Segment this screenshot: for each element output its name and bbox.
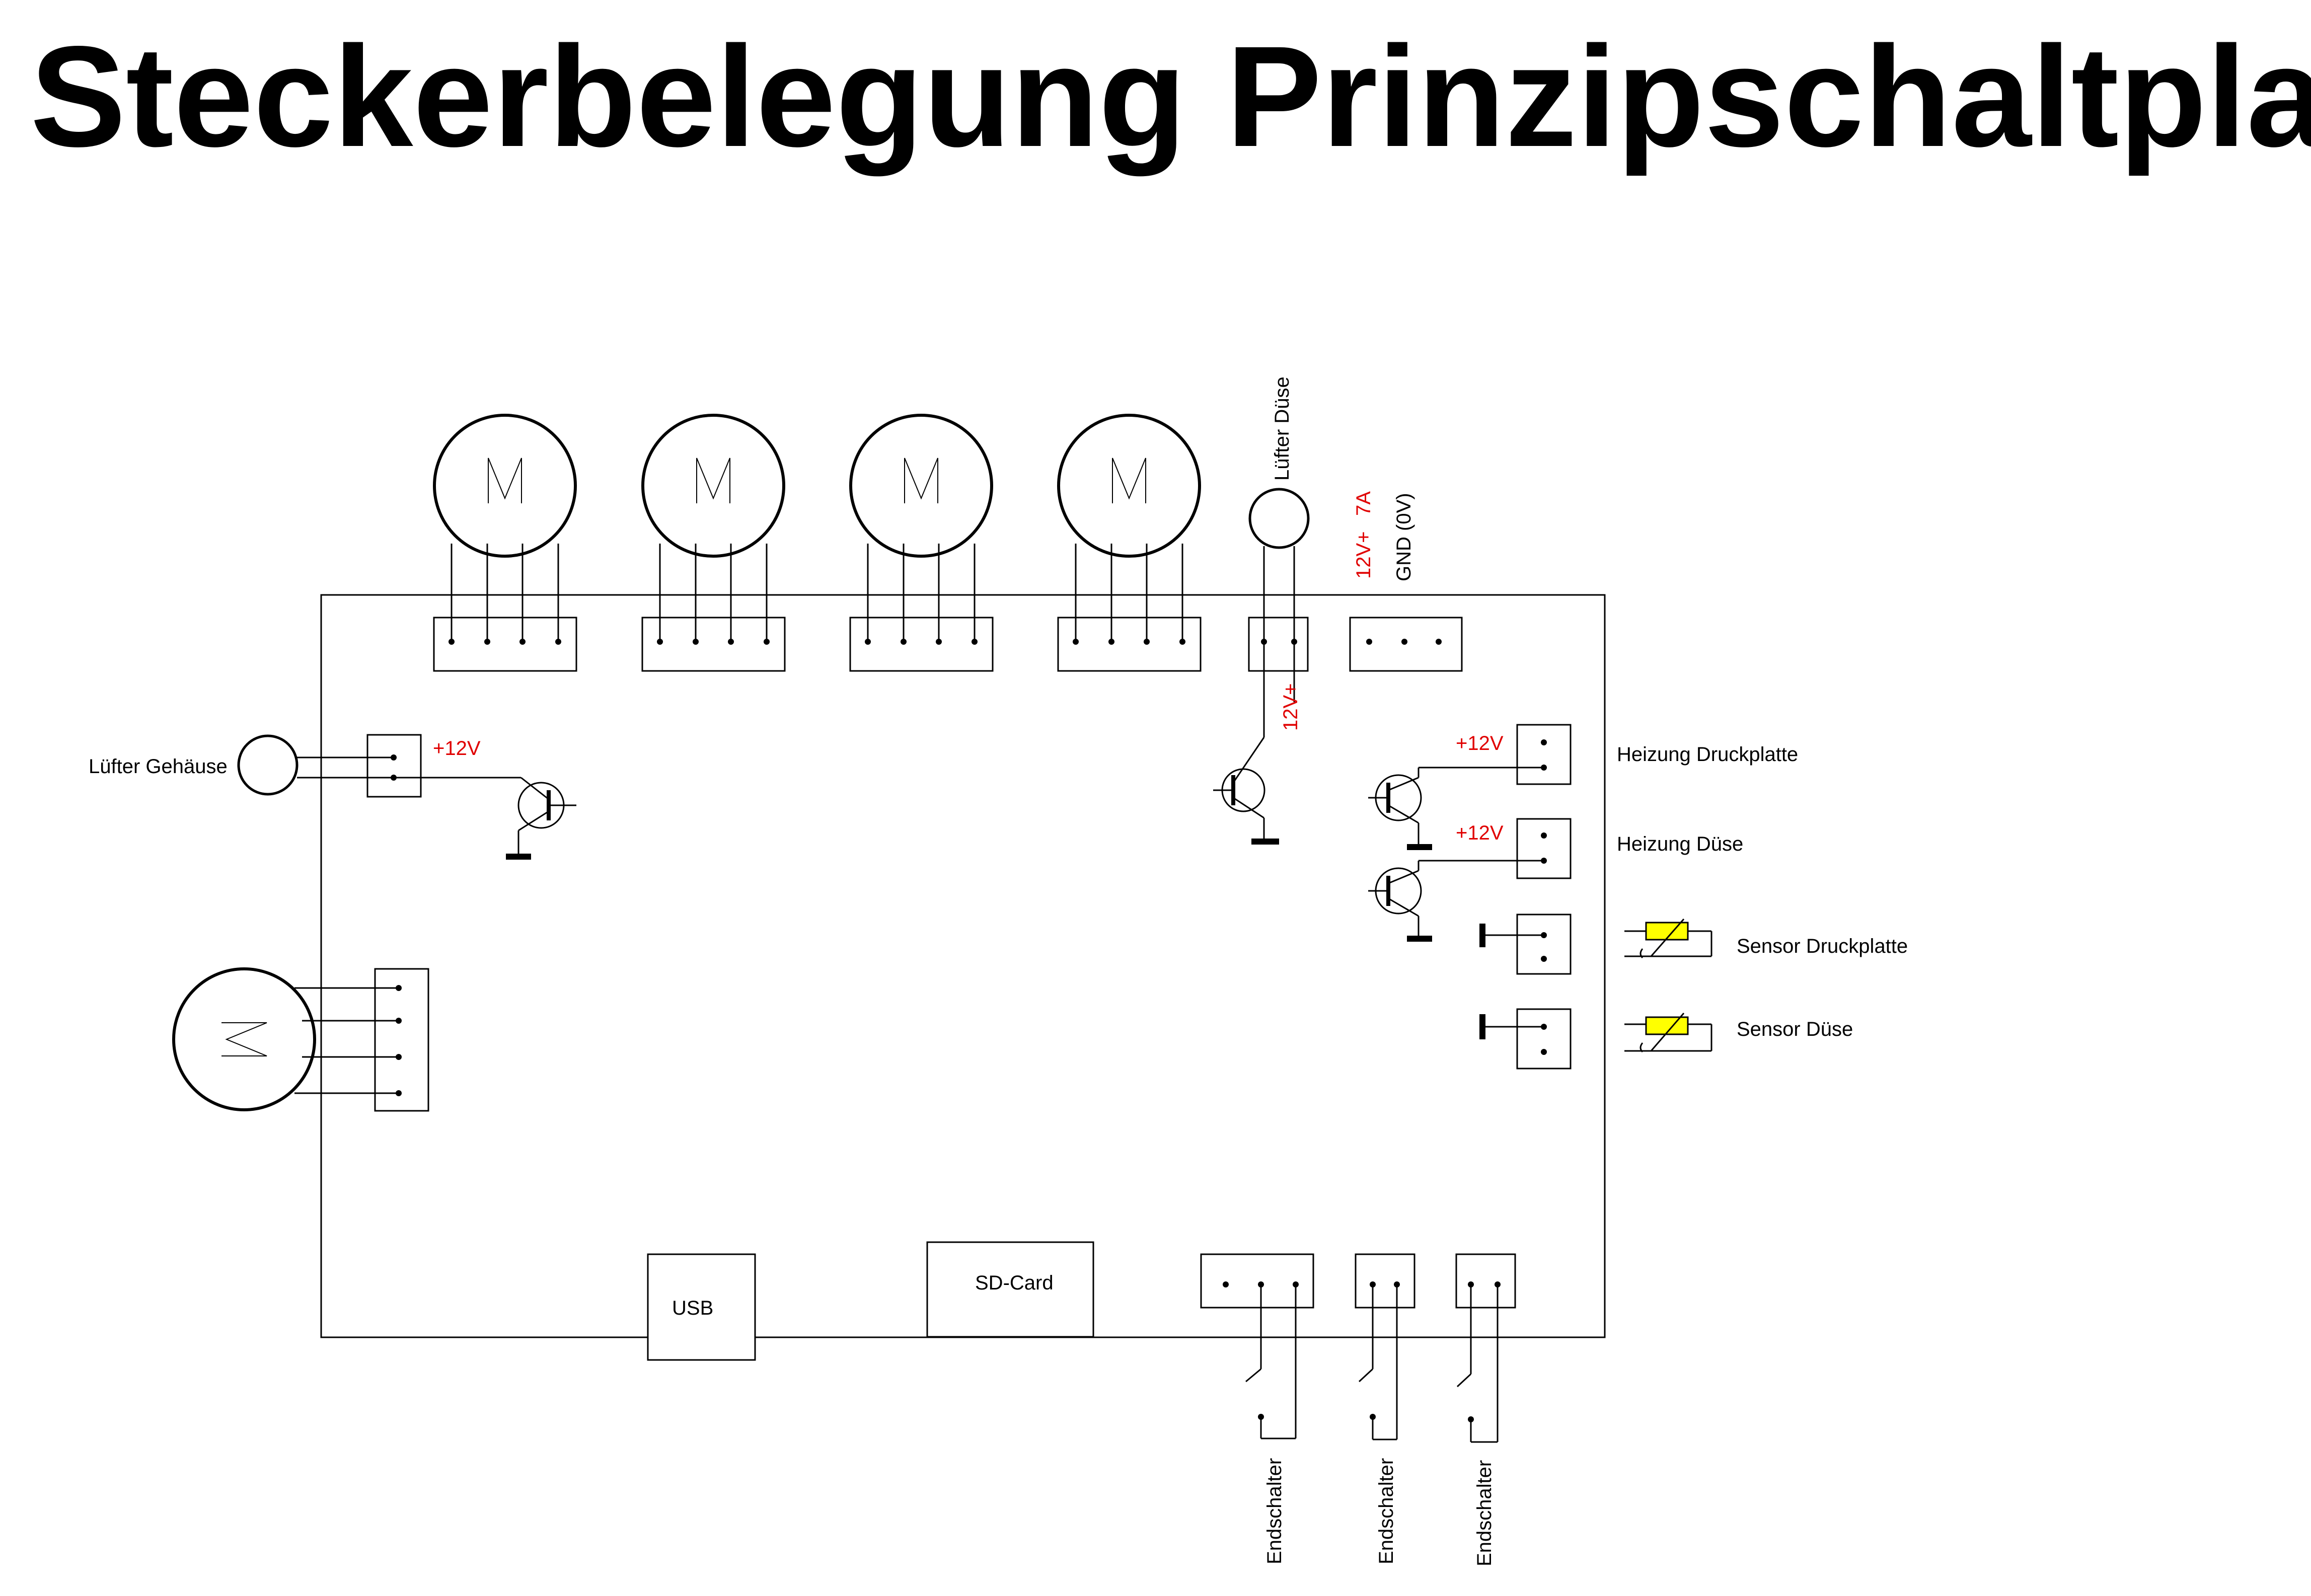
motor-symbol-2 [696, 458, 730, 503]
motor-symbol-3 [904, 458, 938, 503]
stepper-connector-5 [374, 968, 429, 1112]
label-fan-case-12v: +12V [433, 737, 481, 759]
thermistor-bed-icon [1639, 919, 1689, 959]
controller-board [320, 594, 1606, 1338]
label-usb: USB [672, 1297, 713, 1319]
fan-case-connector [366, 734, 422, 798]
endstop-1 [1200, 1253, 1314, 1439]
usb-port [647, 1253, 756, 1361]
label-fan-nozzle: Lüfter Düse [1271, 376, 1293, 481]
endstop-connector-1 [1200, 1253, 1314, 1309]
label-power-12v: 12V+ [1353, 531, 1375, 579]
label-fan-case: Lüfter Gehäuse [89, 755, 228, 778]
stepper-motor-5 [172, 967, 429, 1112]
sdcard-slot [926, 1241, 1094, 1338]
label-heat-nozzle: Heizung Düse [1617, 833, 1743, 855]
stepper-motor-2 [641, 414, 786, 672]
page-title: Steckerbelegung Prinzipschaltplan [30, 17, 2311, 177]
heater-nozzle-connector [1516, 818, 1572, 879]
label-sensor-bed: Sensor Druckplatte [1737, 935, 1908, 957]
label-sensor-nozzle: Sensor Düse [1737, 1018, 1853, 1040]
motor-symbol-1 [488, 458, 522, 503]
label-heat-nozzle-12v: +12V [1456, 822, 1504, 844]
sensor-nozzle [1479, 1008, 1712, 1070]
stepper-motor-3 [849, 414, 994, 672]
sensor-bed [1479, 914, 1712, 975]
stepper-connector-3 [849, 617, 994, 672]
heater-bed [1418, 724, 1572, 785]
stepper-connector-2 [641, 617, 786, 672]
thermistor-nozzle-icon [1639, 1013, 1689, 1053]
label-heat-bed-12v: +12V [1456, 732, 1504, 754]
label-endstop-2: Endschalter [1375, 1458, 1397, 1564]
heater-bed-connector [1516, 724, 1572, 785]
label-gnd: GND (0V) [1393, 493, 1415, 581]
stepper-motor-1 [433, 414, 577, 672]
motor-symbol-4 [1112, 458, 1146, 503]
transistor-fan-nozzle [1213, 737, 1279, 845]
stepper-motor-4 [1057, 414, 1202, 672]
stepper-connector-1 [433, 617, 577, 672]
sensor-nozzle-connector [1516, 1008, 1572, 1070]
label-endstop-1: Endschalter [1263, 1458, 1286, 1564]
label-heat-bed: Heizung Druckplatte [1617, 743, 1798, 766]
label-endstop-3: Endschalter [1473, 1460, 1496, 1566]
transistor-heater-bed [1368, 774, 1432, 850]
endstop-connector-2 [1355, 1253, 1415, 1309]
fan-case [237, 734, 521, 798]
transistor-heater-nozzle [1368, 867, 1432, 942]
motor-symbol-5 [221, 1022, 267, 1056]
label-power-7a: 7A [1353, 491, 1375, 516]
label-sdcard: SD-Card [975, 1272, 1054, 1294]
transistor-fan-case [506, 777, 576, 860]
heater-nozzle [1418, 818, 1572, 879]
fan-nozzle-connector [1248, 617, 1309, 672]
power-connector [1349, 617, 1463, 672]
label-fan-nozzle-12v: 12V+ [1280, 683, 1302, 731]
fan-nozzle [1248, 488, 1310, 737]
endstop-connector-3 [1455, 1253, 1516, 1309]
endstop-2 [1355, 1253, 1415, 1440]
sensor-bed-connector [1516, 914, 1572, 975]
endstop-3 [1455, 1253, 1516, 1443]
stepper-connector-4 [1057, 617, 1202, 672]
